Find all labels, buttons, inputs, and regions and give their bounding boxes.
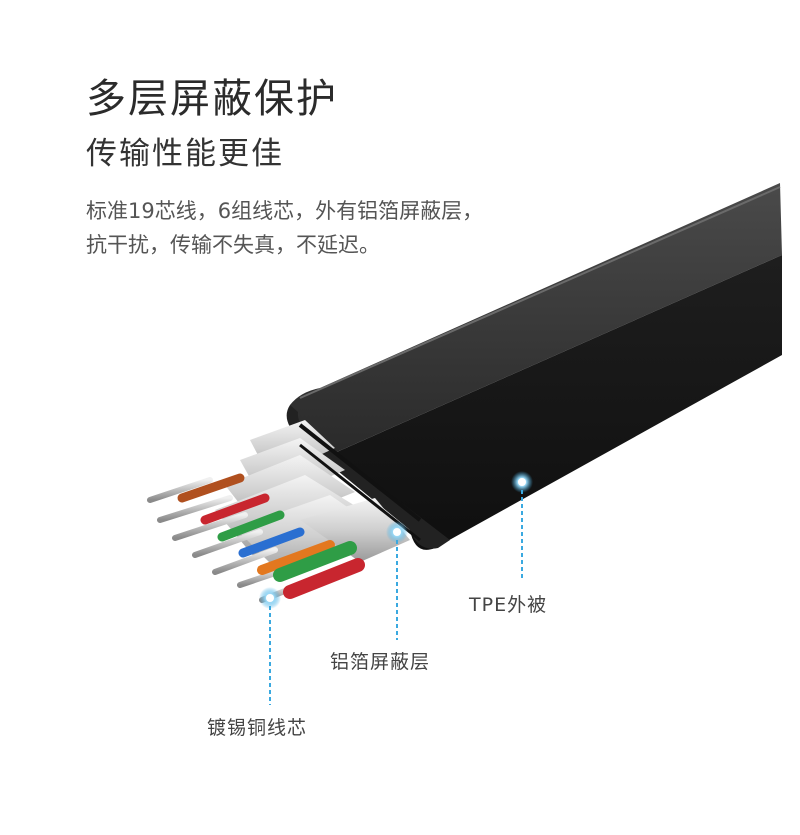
description-line-1: 标准19芯线，6组线芯，外有铝箔屏蔽层， bbox=[86, 199, 484, 223]
wire-group bbox=[147, 473, 365, 603]
label-tinned-copper-core: 镀锡铜线芯 bbox=[207, 717, 308, 739]
callout-foil bbox=[386, 521, 408, 640]
label-foil-shield: 铝箔屏蔽层 bbox=[330, 651, 431, 673]
description: 标准19芯线，6组线芯，外有铝箔屏蔽层， 抗干扰，传输不失真，不延迟。 bbox=[86, 194, 483, 262]
description-line-2: 抗干扰，传输不失真，不延迟。 bbox=[86, 233, 380, 257]
label-jacket: TPE外被 bbox=[469, 594, 548, 616]
page-subtitle: 传输性能更佳 bbox=[86, 136, 284, 172]
foil-shield-group bbox=[215, 420, 422, 578]
page-title: 多层屏蔽保护 bbox=[86, 76, 338, 122]
callout-core bbox=[259, 587, 281, 705]
callout-jacket bbox=[511, 471, 533, 580]
